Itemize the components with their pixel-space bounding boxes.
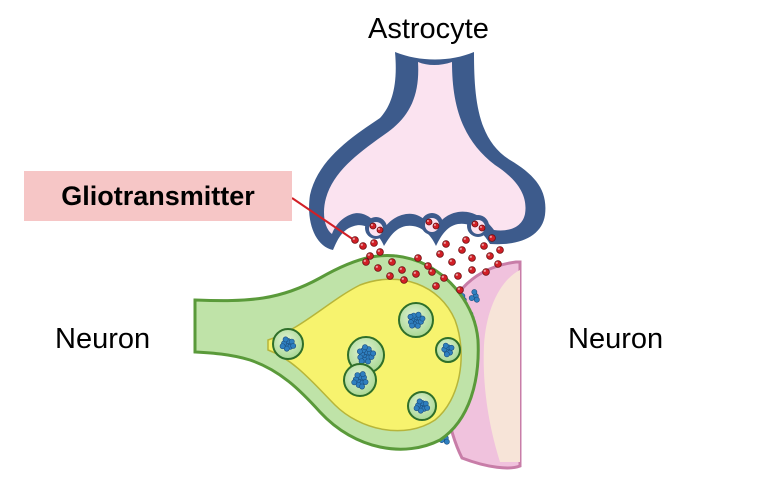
synaptic-vesicles	[272, 302, 461, 421]
neurotransmitter-dot	[419, 315, 426, 322]
neurotransmitter-dot	[359, 383, 365, 390]
neurotransmitter-dot	[473, 296, 480, 303]
neurotransmitter-dot	[442, 342, 449, 349]
gliotransmitter-dot	[366, 252, 374, 260]
neurotransmitter-dot	[448, 344, 455, 351]
gliotransmitter-dot	[432, 282, 440, 290]
presynaptic-terminal	[193, 254, 480, 451]
gliotransmitter-dot	[454, 272, 462, 280]
neurotransmitter-dot	[407, 313, 414, 320]
gliotransmitter-vesicles	[365, 213, 489, 239]
neurotransmitter-dot	[282, 336, 289, 343]
neurotransmitter-dot	[362, 344, 368, 351]
released-gliotransmitters	[351, 234, 504, 294]
gliotransmitter-dot	[456, 286, 464, 294]
gliotransmitter-dot	[471, 220, 479, 228]
neuron-left-label: Neuron	[55, 323, 151, 355]
neurotransmitter-dot	[468, 295, 475, 301]
astrocyte	[309, 52, 546, 250]
gliotransmitter-dot	[412, 270, 420, 278]
gliotransmitter-dot	[488, 234, 496, 242]
gliotransmitter-dot	[424, 262, 432, 270]
neurotransmitter-dot	[354, 372, 361, 378]
neuron-right-label: Neuron	[568, 323, 664, 355]
gliotransmitter-dot	[414, 254, 422, 262]
neurotransmitter-dot	[415, 311, 422, 318]
gliotransmitter-dot	[468, 254, 476, 262]
gliotransmitter-dot	[496, 246, 504, 254]
gliotransmitter-label: Gliotransmitter	[61, 180, 255, 211]
neurotransmitter-dot	[356, 348, 363, 355]
gliotransmitter-dot	[359, 242, 367, 250]
gliotransmitter-dot	[428, 268, 436, 276]
gliotransmitter-pointer	[291, 197, 355, 241]
gliotransmitter-dot	[398, 266, 406, 274]
neurotransmitter-dot	[414, 322, 421, 329]
gliotransmitter-dot	[370, 239, 378, 247]
gliotransmitter-dot	[369, 222, 377, 230]
gliotransmitter-dot	[486, 252, 494, 260]
gliotransmitter-dot	[425, 218, 433, 226]
gliotransmitter-dot	[351, 236, 359, 244]
gliotransmitter-dot	[388, 258, 396, 266]
gliotransmitter-dot	[386, 272, 394, 280]
astrocyte-label: Astrocyte	[368, 13, 489, 45]
gliotransmitter-dot	[494, 260, 502, 268]
neurotransmitter-dot	[409, 322, 415, 329]
gliotransmitter-dot	[458, 246, 466, 254]
gliotransmitter-dot	[480, 242, 488, 250]
gliotransmitter-label-box: Gliotransmitter	[24, 171, 292, 221]
neurotransmitter-dot	[359, 371, 366, 377]
gliotransmitter-dot	[376, 226, 384, 234]
neurotransmitter-dot	[370, 350, 377, 357]
neurotransmitter-dot	[279, 343, 286, 350]
gliotransmitter-dot	[432, 222, 440, 230]
gliotransmitter-dot	[362, 258, 370, 266]
neurotransmitter-dot	[351, 379, 358, 386]
neurotransmitter-dot	[443, 438, 450, 445]
gliotransmitter-dot	[376, 248, 384, 256]
gliotransmitter-dot	[436, 250, 444, 258]
neurotransmitter-dot	[471, 289, 478, 295]
neurotransmitter-dot	[443, 351, 450, 358]
neurotransmitter-dot	[413, 405, 420, 412]
gliotransmitter-dot	[478, 224, 486, 232]
neurotransmitter-dot	[416, 398, 423, 405]
gliotransmitter-dot	[440, 274, 448, 282]
gliotransmitter-dot	[442, 240, 450, 248]
gliotransmitter-dot	[374, 264, 382, 272]
neurotransmitter-dot	[290, 342, 297, 349]
gliotransmitter-dot	[468, 266, 476, 274]
gliotransmitter-dot	[448, 258, 456, 266]
gliotransmitter-dot	[482, 268, 490, 276]
neurotransmitter-dot	[362, 379, 369, 385]
gliotransmitter-dot	[400, 276, 408, 284]
neurotransmitter-dot	[365, 358, 371, 365]
neurotransmitter-dot	[424, 404, 431, 411]
gliotransmitter-dot	[462, 236, 470, 244]
